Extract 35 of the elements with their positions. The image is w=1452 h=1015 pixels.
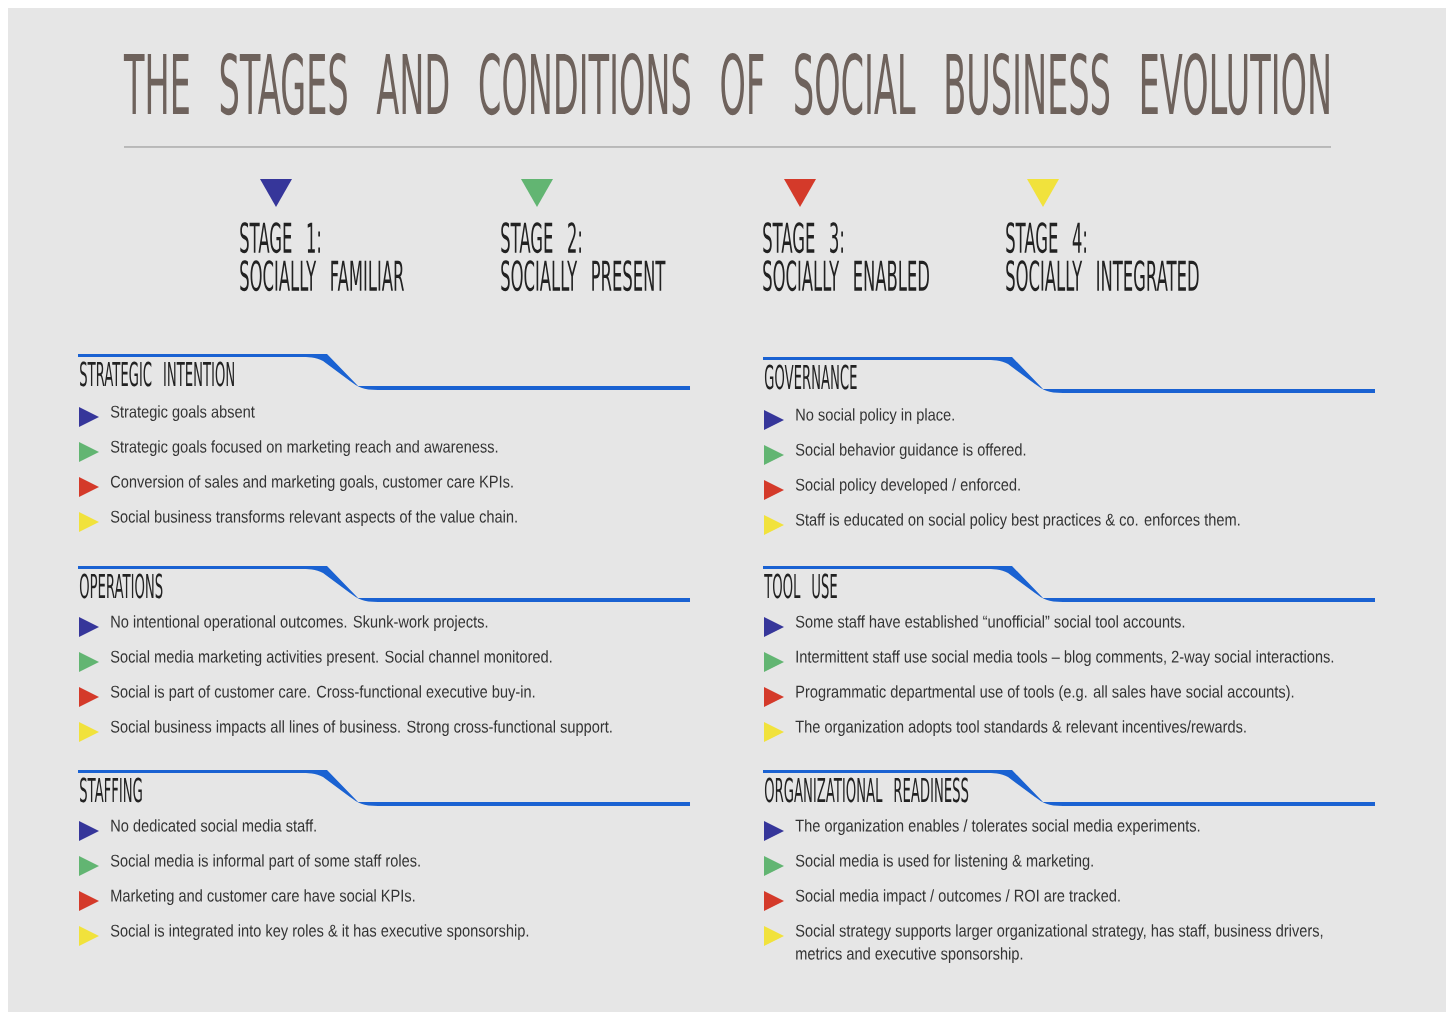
bullet-text: Social media is used for listening & marketing. bbox=[795, 854, 1093, 871]
bullet-text: Social business transforms relevant aspects of the value chain. bbox=[110, 510, 517, 527]
bullet-text: The organization enables / tolerates social media experiments. bbox=[795, 819, 1200, 836]
stage-label: STAGE 4: SOCIALLY INTEGRATED bbox=[1006, 222, 1199, 292]
bullet-text: Social media marketing activities present. Social channel monitored. bbox=[110, 650, 552, 667]
bullet-text: Some staff have established “unofficial” social tool accounts. bbox=[795, 615, 1185, 628]
title: THE STAGES AND CONDITIONS OF SOCIAL BUSINESS EVOLUTION bbox=[123, 53, 1329, 116]
bullet-text: Social is integrated into key roles & it has executive sponsorship. bbox=[110, 924, 529, 941]
bullet-text: The organization adopts tool standards & relevant incentives/rewards. bbox=[795, 720, 1246, 737]
bullet-text: No social policy in place. bbox=[796, 408, 954, 425]
bullet-text: Social policy developed / enforced. bbox=[795, 478, 1020, 495]
bullet-text: Social business impacts all lines of business. Strong cross-functional support. bbox=[110, 720, 612, 737]
bullet-text: Social behavior guidance is offered. bbox=[795, 443, 1026, 460]
bullet-text: Staff is educated on social policy best practices & co. enforces them. bbox=[795, 513, 1240, 530]
bullet-text: Social is part of customer care. Cross-functional executive buy-in. bbox=[110, 685, 535, 702]
section-heading: ORGANIZATIONAL READINESS bbox=[764, 777, 969, 803]
bullet-text: Social media is informal part of some staff roles. bbox=[110, 854, 420, 871]
section-heading: OPERATIONS bbox=[79, 573, 163, 599]
bullet-text: No dedicated social media staff. bbox=[111, 819, 316, 832]
bullet-text: Social strategy supports larger organizational strategy, has staff, business drivers, metrics and executive sponsorship. bbox=[795, 924, 1323, 964]
bullet-text: Strategic goals absent bbox=[110, 405, 255, 422]
section-heading: STAFFING bbox=[80, 777, 142, 803]
stage-label: STAGE 3: SOCIALLY ENABLED bbox=[763, 222, 929, 292]
bullet-text: Strategic goals focused on marketing reach and awareness. bbox=[110, 440, 498, 457]
stage-label: STAGE 1: SOCIALLY FAMILIAR bbox=[240, 222, 404, 292]
section-heading: TOOL USE bbox=[764, 573, 837, 599]
bullet-text: Intermittent staff use social media tools – blog comments, 2-way social interactions. bbox=[796, 650, 1334, 667]
bullet-text: Social media impact / outcomes / ROI are tracked. bbox=[795, 889, 1120, 906]
section-heading: STRATEGIC INTENTION bbox=[80, 361, 234, 387]
bullet-text: Conversion of sales and marketing goals, customer care KPIs. bbox=[110, 475, 513, 492]
stage-label: STAGE 2: SOCIALLY PRESENT bbox=[501, 222, 666, 292]
bullet-text: Programmatic departmental use of tools (e.g. all sales have social accounts). bbox=[796, 685, 1294, 702]
section-heading: GOVERNANCE bbox=[764, 364, 857, 390]
bullet-text: Marketing and customer care have social KPIs. bbox=[111, 889, 415, 906]
bullet-text: No intentional operational outcomes. Skunk-work projects. bbox=[111, 615, 488, 632]
